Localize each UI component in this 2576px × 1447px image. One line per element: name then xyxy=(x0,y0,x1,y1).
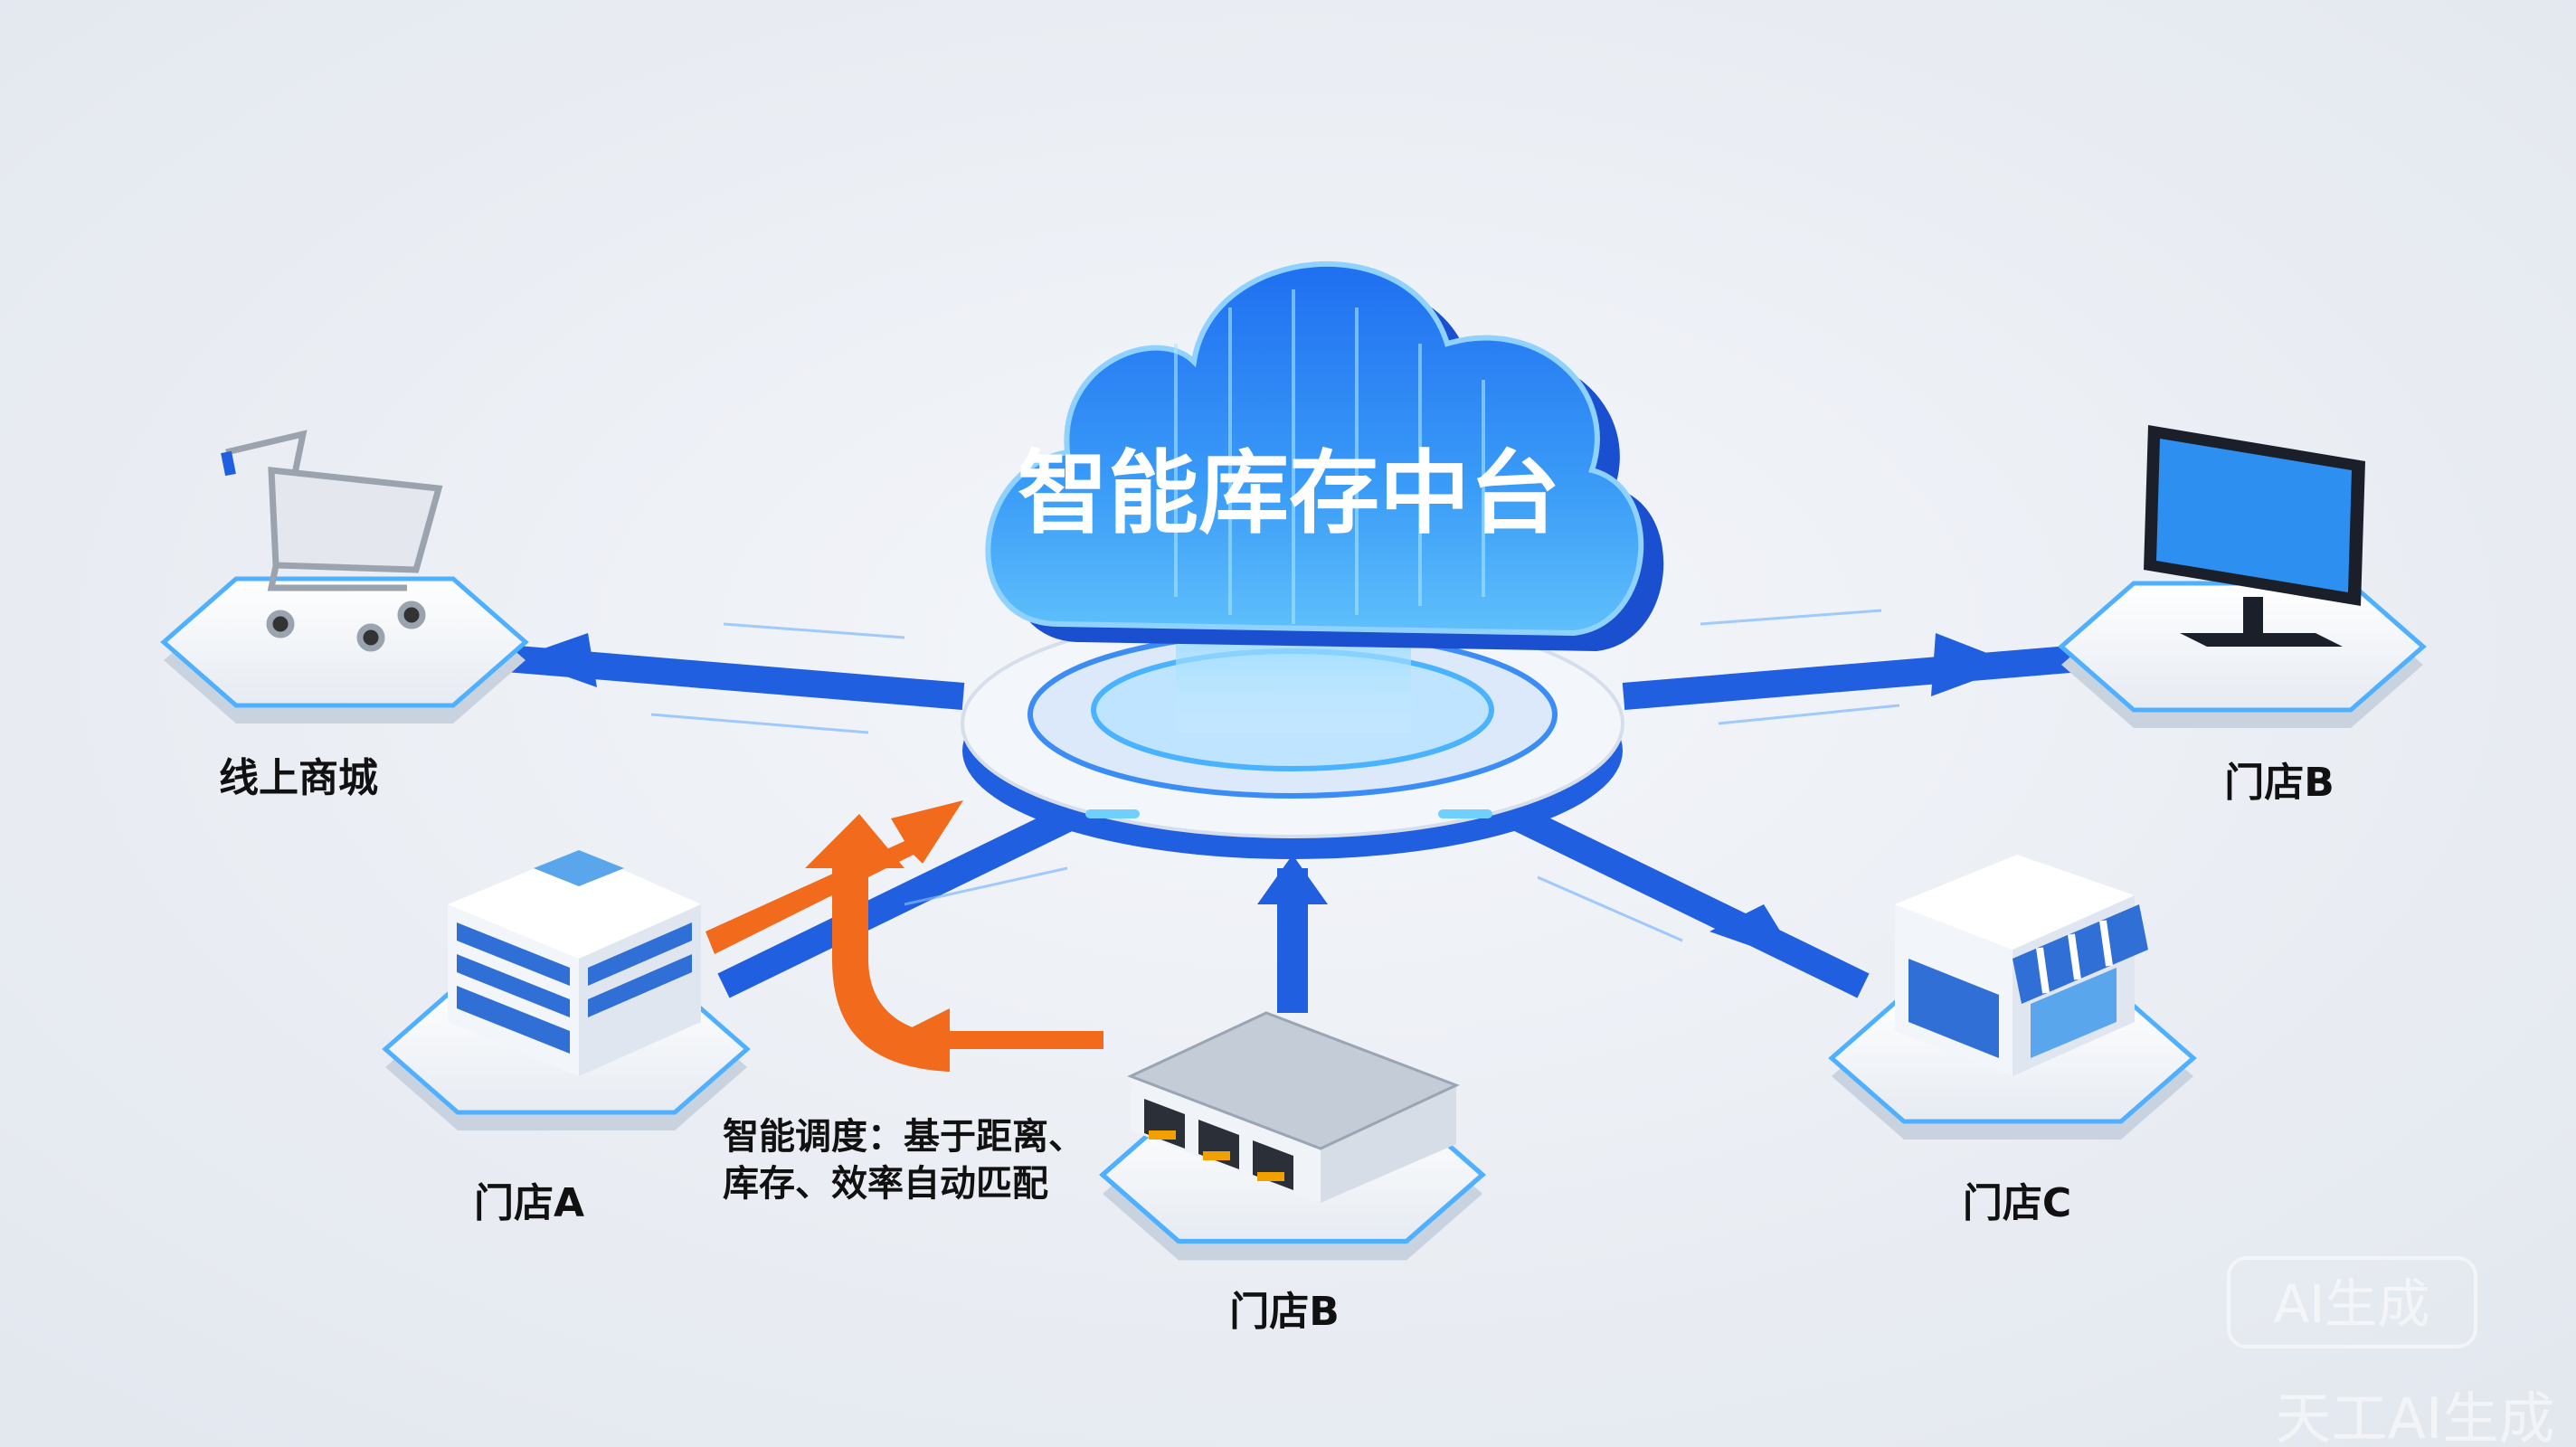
arrow-right-icon xyxy=(1931,633,2017,696)
node-label: 门店B xyxy=(2224,760,2334,806)
node-store-b-monitor: 门店B xyxy=(2061,425,2423,806)
watermark-text: 天工AI生成 xyxy=(2276,1386,2555,1447)
annotation-line-2: 库存、效率自动匹配 xyxy=(723,1163,1048,1205)
node-label: 门店B xyxy=(1229,1289,1340,1335)
watermark-badge-text: AI生成 xyxy=(2274,1273,2430,1335)
dispatch-annotation: 智能调度：基于距离、 库存、效率自动匹配 xyxy=(723,1116,1084,1205)
node-label: 线上商城 xyxy=(219,755,378,801)
node-label: 门店C xyxy=(1963,1180,2071,1226)
storefront-icon xyxy=(1895,855,2148,1076)
node-label: 门店A xyxy=(474,1180,584,1226)
connection-arrows xyxy=(505,609,2082,1013)
shopping-cart-icon xyxy=(221,430,443,652)
watermark: AI生成 天工AI生成 xyxy=(2227,1256,2555,1447)
node-store-c: 门店C xyxy=(1832,855,2193,1226)
arrow-down-right-icon xyxy=(1709,904,1800,963)
monitor-icon xyxy=(2144,425,2365,647)
warehouse-icon xyxy=(1127,1011,1460,1203)
node-store-b-warehouse: 门店B xyxy=(1103,1011,1482,1335)
cloud-icon: 智能库存中台 xyxy=(985,261,1664,651)
node-online-mall: 线上商城 xyxy=(164,430,526,801)
hub-title: 智能库存中台 xyxy=(1018,440,1560,546)
arrow-curve-up-icon xyxy=(805,814,950,1072)
arrow-left-icon xyxy=(516,633,597,687)
annotation-line-1: 智能调度：基于距离、 xyxy=(723,1116,1084,1158)
node-store-a: 门店A xyxy=(385,850,747,1226)
watermark-badge xyxy=(2227,1256,2477,1348)
arrow-up-icon xyxy=(1257,855,1328,904)
dispatch-arrows xyxy=(706,800,1103,1072)
office-building-icon xyxy=(448,850,701,1076)
